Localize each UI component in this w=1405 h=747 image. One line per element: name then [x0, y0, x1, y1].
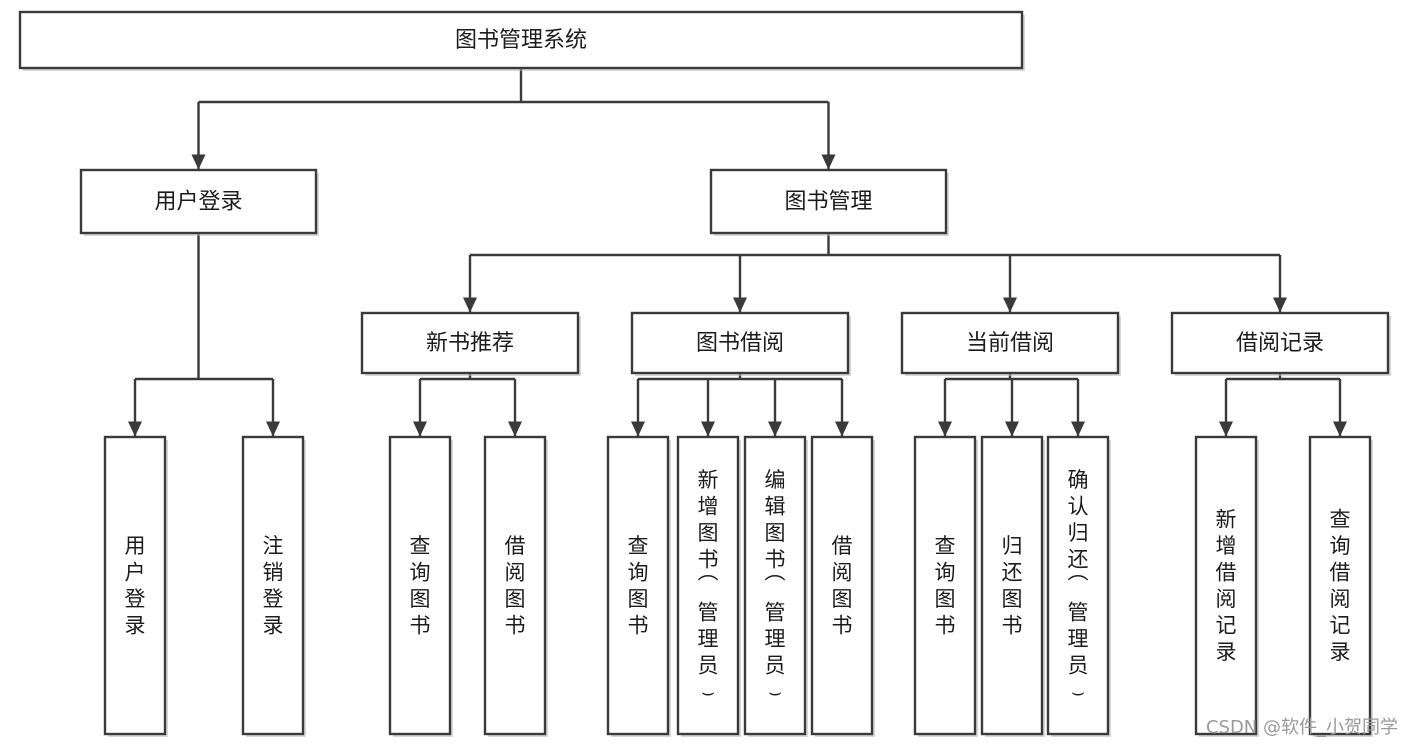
node-label: 用户登录	[154, 190, 242, 215]
connector-group-book-borrow	[631, 373, 849, 437]
connector-group-new-book-recommend	[413, 373, 522, 437]
arrow-head-icon	[1071, 421, 1085, 437]
node-leaf-add-book[interactable]: 新增图书⌒管理员⌣	[676, 435, 741, 737]
node-label: 编辑图书⌒管理员⌣	[765, 468, 786, 704]
arrow-head-icon	[835, 421, 849, 437]
arrow-head-icon	[191, 154, 206, 170]
arrow-head-icon	[733, 297, 747, 313]
node-label: 借阅记录	[1236, 331, 1324, 356]
watermark-label: CSDN @软件_小贺同学	[1206, 717, 1398, 738]
node-current-borrow[interactable]: 当前借阅	[900, 311, 1121, 376]
node-user-login[interactable]: 用户登录	[79, 168, 319, 236]
arrow-head-icon	[1273, 297, 1287, 313]
node-leaf-borrow-book-2[interactable]: 借阅图书	[810, 435, 875, 737]
connector-group-book-manage	[463, 233, 1287, 313]
arrow-head-icon	[701, 421, 715, 437]
node-borrow-record[interactable]: 借阅记录	[1170, 311, 1391, 376]
arrow-head-icon	[768, 421, 782, 437]
arrow-head-icon	[266, 421, 280, 437]
node-new-book-recommend[interactable]: 新书推荐	[360, 311, 581, 376]
node-label: 查询借阅记录	[1330, 508, 1351, 665]
node-leaf-query-book-3[interactable]: 查询图书	[913, 435, 978, 737]
connector-group-user-login	[128, 233, 280, 437]
arrow-head-icon	[413, 421, 427, 437]
arrow-head-icon	[508, 421, 522, 437]
arrow-head-icon	[1219, 421, 1233, 437]
node-label: 图书借阅	[696, 331, 784, 356]
node-layer: 图书管理系统用户登录图书管理新书推荐图书借阅当前借阅借阅记录用户登录注销登录查询…	[18, 10, 1391, 737]
arrow-head-icon	[938, 421, 952, 437]
node-label: 图书管理系统	[455, 28, 587, 53]
node-leaf-return-book[interactable]: 归还图书	[980, 435, 1045, 737]
node-leaf-user-logout[interactable]: 注销登录	[241, 435, 306, 737]
arrow-head-icon	[631, 421, 645, 437]
node-label: 用户登录	[125, 534, 146, 638]
node-leaf-edit-book[interactable]: 编辑图书⌒管理员⌣	[743, 435, 808, 737]
node-label: 查询图书	[628, 534, 649, 638]
node-label: 注销登录	[263, 534, 284, 638]
arrow-head-icon	[128, 421, 142, 437]
node-leaf-query-record[interactable]: 查询借阅记录	[1308, 435, 1373, 737]
node-leaf-confirm-return[interactable]: 确认归还⌒管理员⌣	[1046, 435, 1111, 737]
connector-layer	[128, 68, 1347, 437]
node-leaf-borrow-book-1[interactable]: 借阅图书	[483, 435, 548, 737]
node-book-manage[interactable]: 图书管理	[709, 168, 949, 236]
node-label: 新书推荐	[426, 331, 514, 356]
arrow-head-icon	[1333, 421, 1347, 437]
node-label: 归还图书	[1002, 534, 1023, 638]
arrow-head-icon	[1005, 421, 1019, 437]
node-label: 图书管理	[784, 190, 872, 215]
node-label: 新增借阅记录	[1216, 508, 1237, 665]
connector-group-root	[191, 68, 836, 170]
node-leaf-query-book-2[interactable]: 查询图书	[606, 435, 671, 737]
connector-group-borrow-record	[1219, 373, 1347, 437]
node-label: 确认归还⌒管理员⌣	[1068, 468, 1089, 704]
node-label: 借阅图书	[505, 534, 526, 638]
arrow-head-icon	[463, 297, 477, 313]
node-label: 查询图书	[410, 534, 431, 638]
arrow-head-icon	[1003, 297, 1017, 313]
node-label: 借阅图书	[832, 534, 853, 638]
node-label: 查询图书	[935, 534, 956, 638]
node-root[interactable]: 图书管理系统	[18, 10, 1025, 71]
node-leaf-query-book-1[interactable]: 查询图书	[388, 435, 453, 737]
node-book-borrow[interactable]: 图书借阅	[630, 311, 851, 376]
node-leaf-user-login[interactable]: 用户登录	[103, 435, 168, 737]
node-leaf-add-record[interactable]: 新增借阅记录	[1194, 435, 1259, 737]
connector-group-current-borrow	[938, 373, 1085, 437]
node-label: 当前借阅	[966, 331, 1054, 356]
node-label: 新增图书⌒管理员⌣	[698, 468, 719, 704]
arrow-head-icon	[821, 154, 836, 170]
